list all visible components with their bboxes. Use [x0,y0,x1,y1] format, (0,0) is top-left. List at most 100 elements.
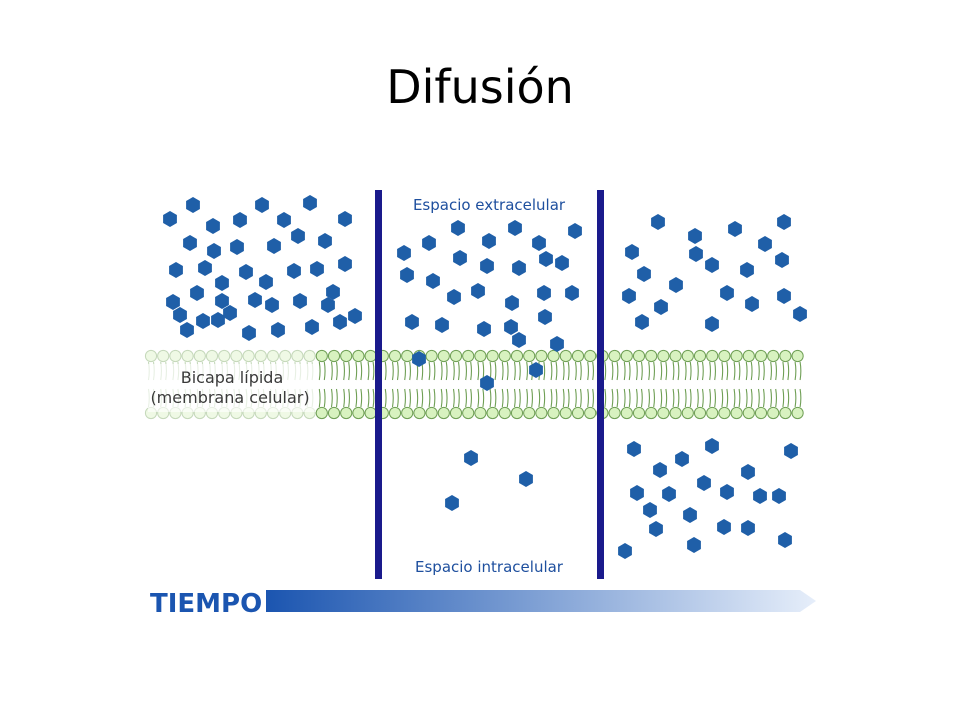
lipid-head [608,406,621,420]
molecule [565,285,579,301]
molecule [405,314,419,330]
lipid-tail [775,361,777,381]
lipid-head [303,349,316,363]
lipid-head [291,349,304,363]
lipid-tail [330,388,333,408]
lipid-tail [567,361,570,381]
molecule [529,362,543,378]
molecule [550,336,564,352]
lipid-tail [562,361,565,381]
lipid-tail [660,361,663,381]
lipid-tail [574,388,577,408]
stage-divider-left [375,190,382,579]
lipid-head [327,406,341,420]
lipid-head [474,349,487,363]
lipid-tail [738,388,741,408]
molecule [207,243,221,259]
lipid-tail [648,361,650,381]
lipid-tail [360,361,363,381]
lipid-tail [428,361,431,381]
lipid-head [169,349,182,363]
lipid-head [681,406,694,420]
lipid-head [669,406,682,420]
lipid-head [767,349,780,363]
molecule [675,451,689,467]
molecule [277,212,291,228]
molecule [705,257,719,273]
lipid-tail [513,361,516,381]
lipid-tail [794,361,797,381]
molecule [508,220,522,236]
lipid-tail [709,388,711,408]
lipid-tail [457,361,460,381]
lipid-tail [396,388,399,408]
lipid-tail [782,361,785,381]
lipid-tail [555,361,558,381]
molecule [166,294,180,310]
lipid-tail [665,361,668,381]
lipid-head [657,349,670,363]
molecule [223,305,237,321]
lipid-tail [526,388,528,408]
lipid-tail [348,361,350,381]
lipid-tail [518,361,521,381]
molecule [627,441,641,457]
lipid-tail [360,388,363,408]
molecule [758,236,772,252]
lipid-head [510,349,524,363]
molecule [775,252,789,268]
lipid-tail [550,361,553,381]
lipid-tail [477,361,480,381]
lipid-tail [672,388,675,408]
membrane-label-line2: (membrana celular) [150,388,309,407]
lipid-head [620,406,633,420]
lipid-tail [526,361,528,381]
molecule [480,258,494,274]
lipid-head [779,349,792,363]
lipid-head [425,406,438,420]
molecule [287,263,301,279]
lipid-head [730,349,743,363]
lipid-tail [579,361,582,381]
lipid-tail [489,388,492,408]
lipid-head [401,349,414,363]
lipid-tail [701,361,704,381]
lipid-tail [587,361,589,381]
molecule [310,261,324,277]
molecule [259,274,273,290]
molecule [519,471,533,487]
molecule [321,297,335,313]
lipid-tail [343,388,345,408]
lipid-tail [457,388,460,408]
molecule [426,273,440,289]
lipid-tail [501,388,504,408]
lipid-head [315,349,328,363]
lipid-head [632,349,646,363]
lipid-tail [623,361,626,381]
lipid-bilayer [144,349,804,420]
molecule [705,438,719,454]
lipid-tail [701,388,704,408]
lipid-head [779,406,792,420]
molecule [211,312,225,328]
molecule [267,238,281,254]
lipid-tail [721,388,724,408]
molecule [422,235,436,251]
lipid-tail [745,361,748,381]
lipid-tail [440,388,443,408]
lipid-tail [372,388,375,408]
molecule [637,266,651,282]
lipid-tail [709,361,711,381]
lipid-tail [794,388,797,408]
lipid-tail [391,361,394,381]
lipid-tail [799,388,802,408]
lipid-head [315,406,328,420]
molecule [669,277,683,293]
lipid-tail [770,361,772,381]
lipid-head [718,406,731,420]
molecule [451,220,465,236]
lipid-tail [757,388,760,408]
lipid-head [791,349,804,363]
molecule [772,488,786,504]
molecule [504,319,518,335]
